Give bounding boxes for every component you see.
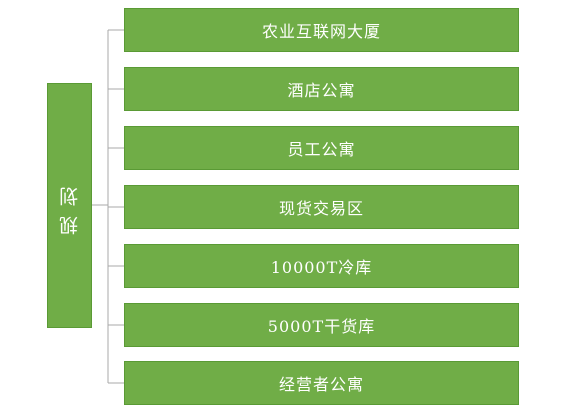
branch-node-label: 现货交易区 [278,199,364,218]
root-node: 规划 [47,83,92,328]
branch-node-staff-apartment: 员工公寓 [124,126,519,170]
branch-node-cold-storage: 10000T冷库 [124,244,519,288]
branch-node-label: 经营者公寓 [278,375,364,394]
root-node-label: 规划 [59,176,81,235]
branch-node-label: 员工公寓 [287,140,356,159]
branch-node-operator-apartment: 经营者公寓 [124,361,519,405]
branch-node-agri-internet-tower: 农业互联网大厦 [124,8,519,52]
branch-node-label: 10000T冷库 [270,258,373,277]
branch-node-label: 酒店公寓 [287,81,356,100]
branch-node-spot-trading-area: 现货交易区 [124,185,519,229]
branch-node-label: 农业互联网大厦 [261,22,381,41]
branch-node-label: 5000T干货库 [267,317,376,336]
branch-node-dry-goods-storage: 5000T干货库 [124,303,519,347]
branch-node-hotel-apartment: 酒店公寓 [124,67,519,111]
